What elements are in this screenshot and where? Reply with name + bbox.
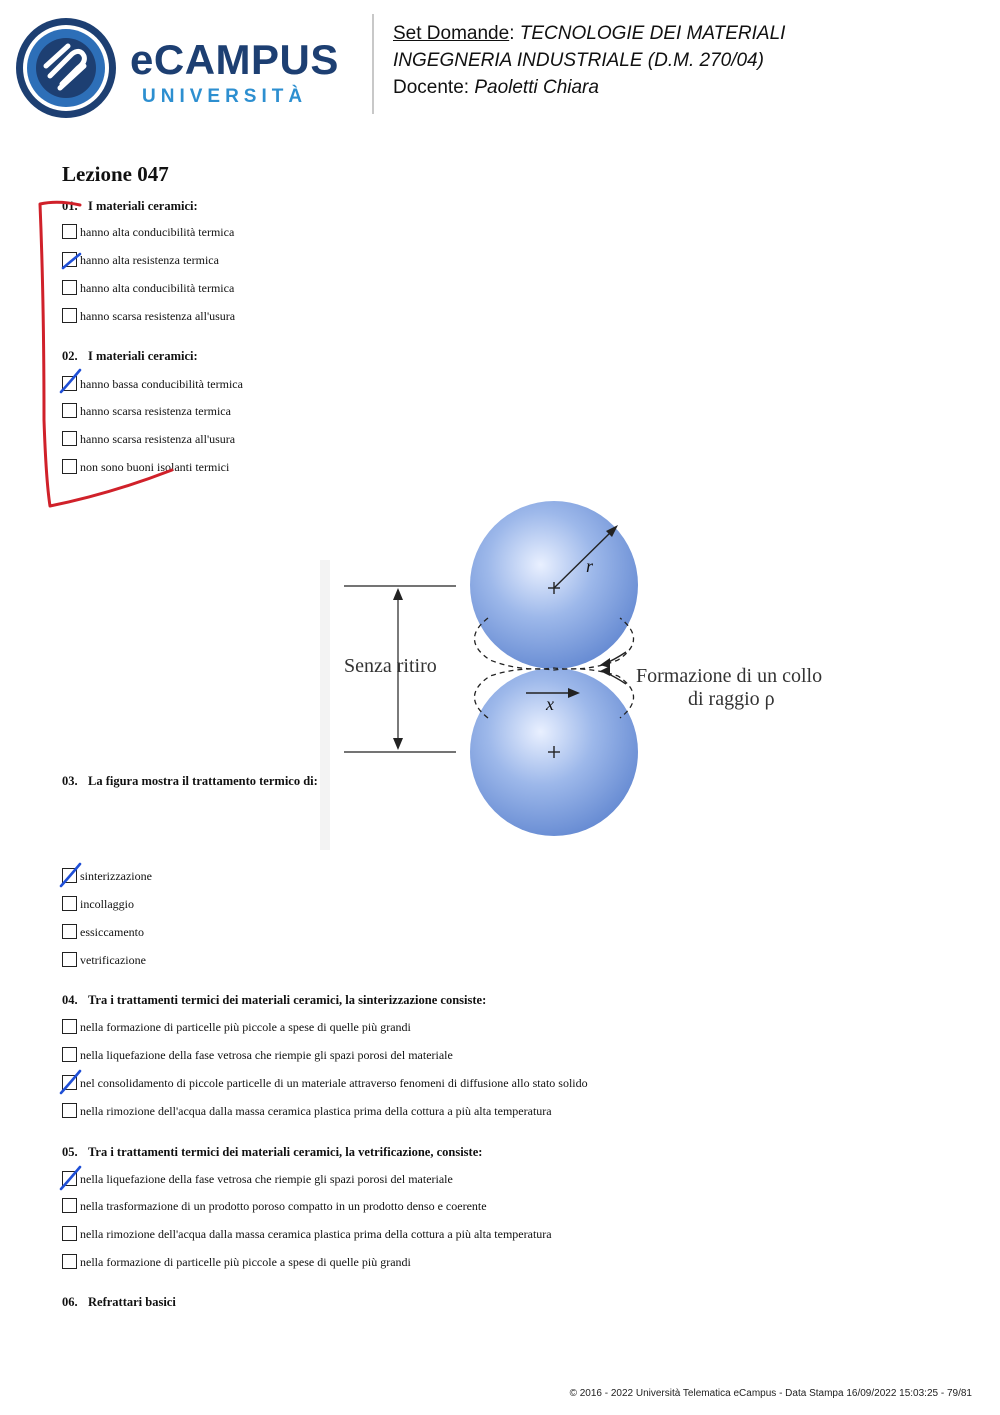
teacher-label: Docente: — [393, 77, 475, 98]
header-line-1: Set Domande: TECNOLOGIE DEI MATERIALI — [393, 23, 786, 44]
answer-option[interactable]: incollaggio — [62, 896, 134, 912]
answer-option[interactable]: nella liquefazione della fase vetrosa ch… — [62, 1047, 453, 1063]
course-title: TECNOLOGIE DEI MATERIALI — [519, 23, 786, 44]
answer-checkbox[interactable] — [62, 1019, 77, 1034]
answer-option[interactable]: hanno alta conducibilità termica — [62, 280, 234, 296]
dimension-lines — [344, 585, 456, 753]
answer-option[interactable]: non sono buoni isolanti termici — [62, 459, 229, 475]
answer-checkbox[interactable] — [62, 1075, 77, 1090]
neck-formation-label-2: di raggio ρ — [688, 688, 775, 710]
header-divider — [372, 14, 374, 114]
answer-option[interactable]: nella trasformazione di un prodotto poro… — [62, 1198, 487, 1214]
answer-option[interactable]: hanno alta resistenza termica — [62, 252, 219, 268]
course-degree: INGEGNERIA INDUSTRIALE (D.M. 270/04) — [393, 50, 764, 71]
answer-option[interactable]: vetrificazione — [62, 952, 146, 968]
answer-option[interactable]: hanno scarsa resistenza all'usura — [62, 431, 235, 447]
answer-option[interactable]: nella formazione di particelle più picco… — [62, 1019, 411, 1035]
question-title: 06.Refrattari basici — [62, 1295, 176, 1309]
ecampus-logo: eCAMPUS UNIVERSITÀ — [130, 36, 360, 116]
answer-option[interactable]: hanno bassa conducibilità termica — [62, 376, 243, 392]
neck-x-label: x — [545, 694, 554, 714]
set-label: Set Domande — [393, 23, 510, 44]
no-shrink-label: Senza ritiro — [344, 655, 437, 677]
question-title: 03.La figura mostra il trattamento termi… — [62, 774, 318, 788]
answer-option[interactable]: nel consolidamento di piccole particelle… — [62, 1075, 588, 1091]
teacher-name: Paoletti Chiara — [474, 77, 599, 98]
answer-checkbox[interactable] — [62, 952, 77, 967]
page-header: eCAMPUS UNIVERSITÀ Set Domande: TECNOLOG… — [0, 0, 1000, 130]
answer-checkbox[interactable] — [62, 459, 77, 474]
ecampus-seal-icon — [16, 18, 116, 118]
answer-option[interactable]: hanno scarsa resistenza all'usura — [62, 308, 235, 324]
answer-checkbox[interactable] — [62, 252, 77, 267]
question-title: 04.Tra i trattamenti termici dei materia… — [62, 993, 487, 1007]
answer-checkbox[interactable] — [62, 868, 77, 883]
answer-checkbox[interactable] — [62, 403, 77, 418]
answer-checkbox[interactable] — [62, 376, 77, 391]
answer-checkbox[interactable] — [62, 308, 77, 323]
answer-checkbox[interactable] — [62, 224, 77, 239]
logo-brand: eCAMPUS — [130, 36, 339, 83]
answer-checkbox[interactable] — [62, 1226, 77, 1241]
question-title: 02.I materiali ceramici: — [62, 349, 198, 363]
header-info: Set Domande: TECNOLOGIE DEI MATERIALI IN… — [393, 20, 785, 101]
radius-arrow — [553, 529, 614, 589]
answer-checkbox[interactable] — [62, 1171, 77, 1186]
answer-option[interactable]: hanno alta conducibilità termica — [62, 224, 234, 240]
answer-option[interactable]: hanno scarsa resistenza termica — [62, 403, 231, 419]
answer-option[interactable]: nella liquefazione della fase vetrosa ch… — [62, 1171, 453, 1187]
answer-checkbox[interactable] — [62, 1047, 77, 1062]
question-title: 05.Tra i trattamenti termici dei materia… — [62, 1145, 483, 1159]
answer-option[interactable]: sinterizzazione — [62, 868, 152, 884]
answer-option[interactable]: nella rimozione dell'acqua dalla massa c… — [62, 1103, 552, 1119]
header-line-3: Docente: Paoletti Chiara — [393, 74, 785, 101]
answer-checkbox[interactable] — [62, 431, 77, 446]
logo-subtitle: UNIVERSITÀ — [142, 86, 308, 107]
answer-checkbox[interactable] — [62, 280, 77, 295]
neck-formation-label-1: Formazione di un collo — [636, 665, 822, 687]
radius-label: r — [586, 556, 594, 576]
answer-checkbox[interactable] — [62, 1198, 77, 1213]
lesson-title: Lezione 047 — [62, 162, 169, 186]
answer-option[interactable]: nella formazione di particelle più picco… — [62, 1254, 411, 1270]
figure-scan-edge — [320, 560, 330, 850]
answer-option[interactable]: essiccamento — [62, 924, 144, 940]
header-line-2: INGEGNERIA INDUSTRIALE (D.M. 270/04) — [393, 47, 785, 74]
answer-checkbox[interactable] — [62, 1254, 77, 1269]
question-title: 01.I materiali ceramici: — [62, 199, 198, 213]
page-footer: © 2016 - 2022 Università Telematica eCam… — [569, 1388, 972, 1399]
sintering-figure: r x Senza ritiro Formazione di un collo … — [320, 501, 822, 850]
answer-option[interactable]: nella rimozione dell'acqua dalla massa c… — [62, 1226, 552, 1242]
answer-checkbox[interactable] — [62, 896, 77, 911]
answer-checkbox[interactable] — [62, 924, 77, 939]
neck-outline — [473, 617, 635, 719]
answer-checkbox[interactable] — [62, 1103, 77, 1118]
